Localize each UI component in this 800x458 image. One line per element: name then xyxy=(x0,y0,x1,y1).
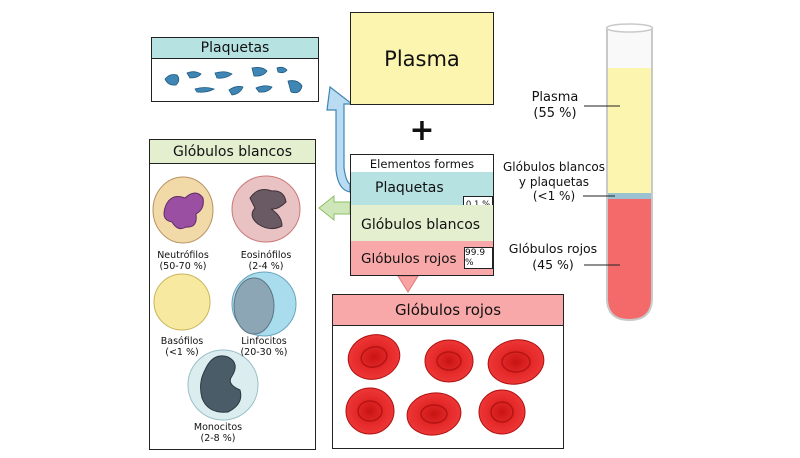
eosinophil-pct: (2-4 %) xyxy=(248,261,284,272)
eosinophil-name: Eosinófilos xyxy=(240,250,292,261)
platelets-arrow xyxy=(326,85,354,193)
monocyte-name: Monocitos xyxy=(193,422,243,433)
plus-sign: + xyxy=(409,113,435,148)
formed-row-platelets-label: Plaquetas xyxy=(375,180,444,196)
tube-label-rbc-pct: (45 %) xyxy=(532,257,574,272)
platelet xyxy=(164,74,180,86)
plasma-label: Plasma xyxy=(384,46,460,71)
basophil-caption: Basófilos (<1 %) xyxy=(144,336,220,358)
neutrophil-pct: (50-70 %) xyxy=(159,261,207,272)
plasma-box: Plasma xyxy=(350,12,494,105)
eosinophil-caption: Eosinófilos (2-4 %) xyxy=(228,250,304,272)
tube-rim xyxy=(605,23,654,33)
formed-row-platelets: Plaquetas 0.1 % xyxy=(351,172,493,213)
formed-row-wbc: Glóbulos blancos xyxy=(351,205,493,242)
lymphocyte-name: Linfocitos xyxy=(241,336,287,347)
platelet xyxy=(255,85,273,93)
neutrophil-name: Neutrófilos xyxy=(157,250,209,261)
platelet xyxy=(214,71,233,79)
red-blood-cell xyxy=(345,387,395,435)
wbc-panel-header: Glóbulos blancos xyxy=(150,140,315,164)
formed-elements-title: Elementos formes xyxy=(369,156,475,171)
tube-rbc-layer xyxy=(607,199,652,320)
tube-label-buffy: Glóbulos blancos y plaquetas (<1 %) xyxy=(494,160,614,204)
platelet xyxy=(287,80,303,94)
wbc-panel-title: Glóbulos blancos xyxy=(172,143,293,160)
basophil-name: Basófilos xyxy=(160,336,204,347)
tube-label-rbc-name: Glóbulos rojos xyxy=(508,241,598,256)
formed-row-rbc-pct: 99.9 % xyxy=(464,247,493,269)
tube-label-buffy-pct: (<1 %) xyxy=(532,189,576,203)
monocyte-caption: Monocitos (2-8 %) xyxy=(180,422,256,444)
red-blood-cell xyxy=(347,334,401,380)
tube-label-buffy-line2: y plaquetas xyxy=(518,174,590,189)
formed-elements-table: Elementos formes Plaquetas 0.1 % Glóbulo… xyxy=(350,154,494,276)
red-blood-cell xyxy=(478,389,526,435)
platelet xyxy=(228,86,244,96)
rbc-panel-title: Glóbulos rojos xyxy=(394,301,502,319)
tube-label-rbc: Glóbulos rojos (45 %) xyxy=(500,241,606,273)
platelet xyxy=(251,67,268,77)
tube-label-plasma: Plasma (55 %) xyxy=(507,90,603,122)
eosinophil-cell xyxy=(231,175,301,243)
platelets-panel-title: Plaquetas xyxy=(200,40,270,56)
red-blood-cell xyxy=(487,339,545,385)
platelets-panel-header: Plaquetas xyxy=(152,38,318,59)
platelet xyxy=(276,66,288,74)
neutrophil-caption: Neutrófilos (50-70 %) xyxy=(145,250,221,272)
tube-label-plasma-name: Plasma xyxy=(531,90,579,105)
formed-row-rbc-label: Glóbulos rojos xyxy=(361,251,457,267)
basophil-cell xyxy=(153,273,211,331)
tube-label-plasma-pct: (55 %) xyxy=(533,106,577,121)
basophil-pct: (<1 %) xyxy=(165,347,199,358)
tube-buffy-layer xyxy=(607,193,652,199)
tube-plasma-layer xyxy=(607,68,652,193)
tube-label-buffy-line1: Glóbulos blancos xyxy=(502,160,606,174)
neutrophil-cell xyxy=(152,176,214,244)
wbc-arrow xyxy=(318,194,351,222)
monocyte-pct: (2-8 %) xyxy=(200,433,236,444)
lymphocyte-caption: Linfocitos (20-30 %) xyxy=(226,336,302,358)
lymphocyte-pct: (20-30 %) xyxy=(240,347,288,358)
monocyte-cell xyxy=(187,349,259,421)
red-blood-cell xyxy=(424,339,474,383)
tube-glass xyxy=(606,28,653,322)
platelet xyxy=(186,71,202,79)
rbc-arrow xyxy=(397,275,419,293)
rbc-panel-header: Glóbulos rojos xyxy=(333,295,563,326)
platelet xyxy=(194,87,215,93)
formed-row-wbc-label: Glóbulos blancos xyxy=(361,217,481,233)
lymphocyte-cell xyxy=(231,271,297,337)
formed-row-rbc: Glóbulos rojos 99.9 % xyxy=(351,241,493,275)
red-blood-cell xyxy=(406,392,462,436)
